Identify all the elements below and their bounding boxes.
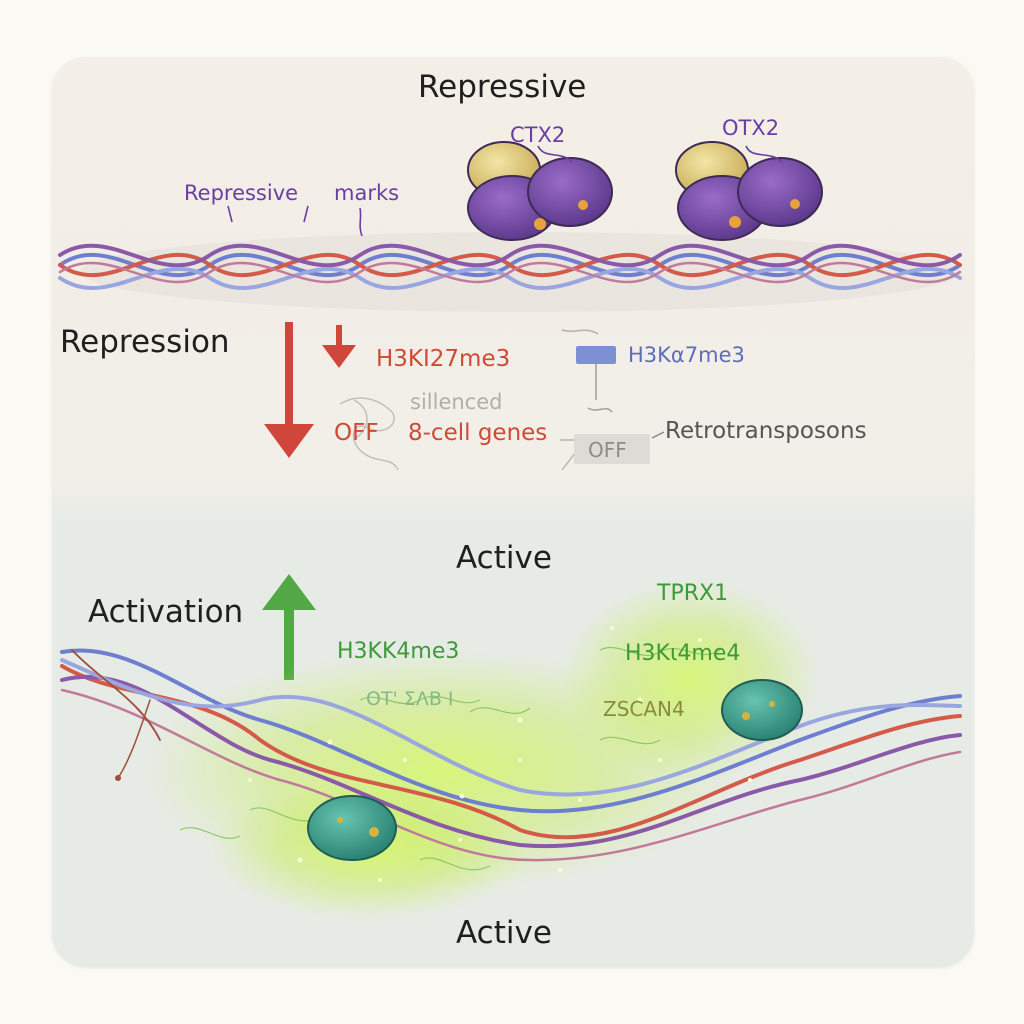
- otx2-pointer-lines: [227, 145, 783, 237]
- zscan4-label: ZSCAN4: [603, 697, 685, 721]
- active-filaments: [179, 647, 721, 871]
- off-box: OFF: [574, 434, 650, 464]
- active-mid-label: Active: [456, 540, 552, 576]
- top-title: Repressive: [418, 69, 587, 105]
- off-left-label: OFF: [334, 420, 379, 446]
- tprx1-label: TPRX1: [657, 581, 729, 606]
- repression-arrow-icon: [264, 322, 356, 458]
- otx2-label-right: OTX2: [722, 116, 780, 140]
- activation-label: Activation: [88, 594, 244, 630]
- activation-arrow-icon: [262, 574, 316, 680]
- otx2-protein-icon: [467, 141, 613, 241]
- faint-otx-label: OT' ΣΛΒ Ι: [366, 688, 454, 710]
- h3k9-mark-icon: [561, 329, 616, 413]
- repressed-dna-helix: [58, 232, 962, 312]
- otx2-protein-icon: [675, 141, 823, 241]
- silenced-label: sillenced: [410, 390, 503, 414]
- h3k4me3-label: H3KK4me3: [337, 639, 460, 664]
- retro-pointer-line: [560, 431, 665, 471]
- active-chromatin-glow: [140, 580, 820, 920]
- h3k9me3-label: H3Kα7me3: [628, 343, 745, 367]
- silenced-gene-icon: [339, 397, 399, 471]
- zscan4-protein-icon: [721, 679, 803, 741]
- retrotransposons-label: Retrotransposons: [665, 418, 867, 444]
- activator-protein-icon: [307, 795, 397, 861]
- off-right-label: OFF: [588, 438, 627, 462]
- active-dna-helix: [60, 648, 962, 862]
- eight-cell-genes-label: 8-cell genes: [408, 420, 548, 446]
- h3k27me3-label: H3KI27me3: [376, 346, 511, 372]
- repression-label: Repression: [60, 324, 230, 360]
- h3k4me4-label: H3Kι4me4: [625, 641, 741, 666]
- glow-sparkles: [248, 626, 752, 882]
- repressive-marks-label-b: marks: [334, 181, 400, 205]
- otx2-label-left: CTX2: [510, 123, 566, 147]
- active-bottom-label: Active: [456, 915, 552, 951]
- repressive-marks-label-a: Repressive: [184, 181, 299, 205]
